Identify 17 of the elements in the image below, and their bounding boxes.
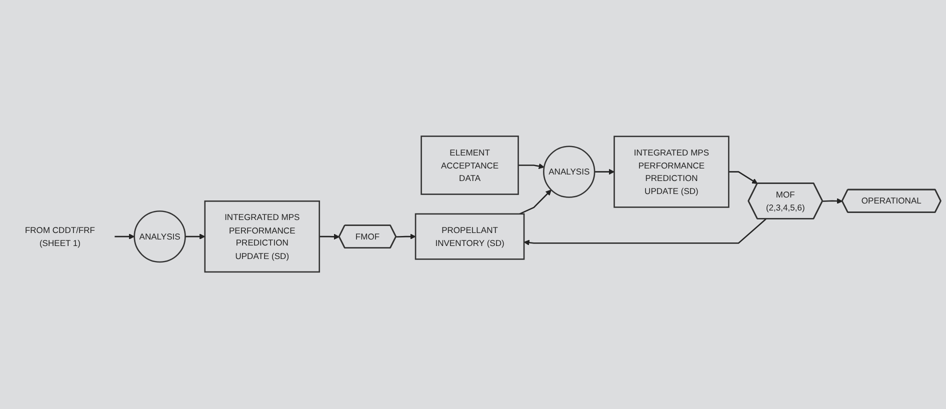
node-box: INTEGRATED MPS PERFORMANCE PREDICTION UPDATE (SD): [204, 200, 320, 273]
arrow: [114, 234, 135, 240]
arrow: [396, 234, 416, 240]
arrow: [594, 169, 614, 176]
node-box: PROPELLANT INVENTORY (SD): [414, 214, 525, 260]
node-box: INTEGRATED MPS PERFORMANCE PREDICTION UPDATE (SD): [614, 136, 730, 208]
arrow: [518, 164, 544, 170]
arrow: [822, 198, 843, 204]
node-text: FROM CDDT/FRF (SHEET 1): [24, 225, 96, 248]
arrow: [524, 218, 766, 246]
arrow: [185, 234, 206, 240]
arrow: [519, 190, 552, 215]
node-circle: ANALYSIS: [134, 210, 186, 264]
node-box: ELEMENT ACCEPTANCE DATA: [420, 136, 519, 196]
node-circle: ANALYSIS: [543, 146, 596, 198]
arrow: [319, 234, 340, 240]
arrow: [728, 172, 758, 184]
